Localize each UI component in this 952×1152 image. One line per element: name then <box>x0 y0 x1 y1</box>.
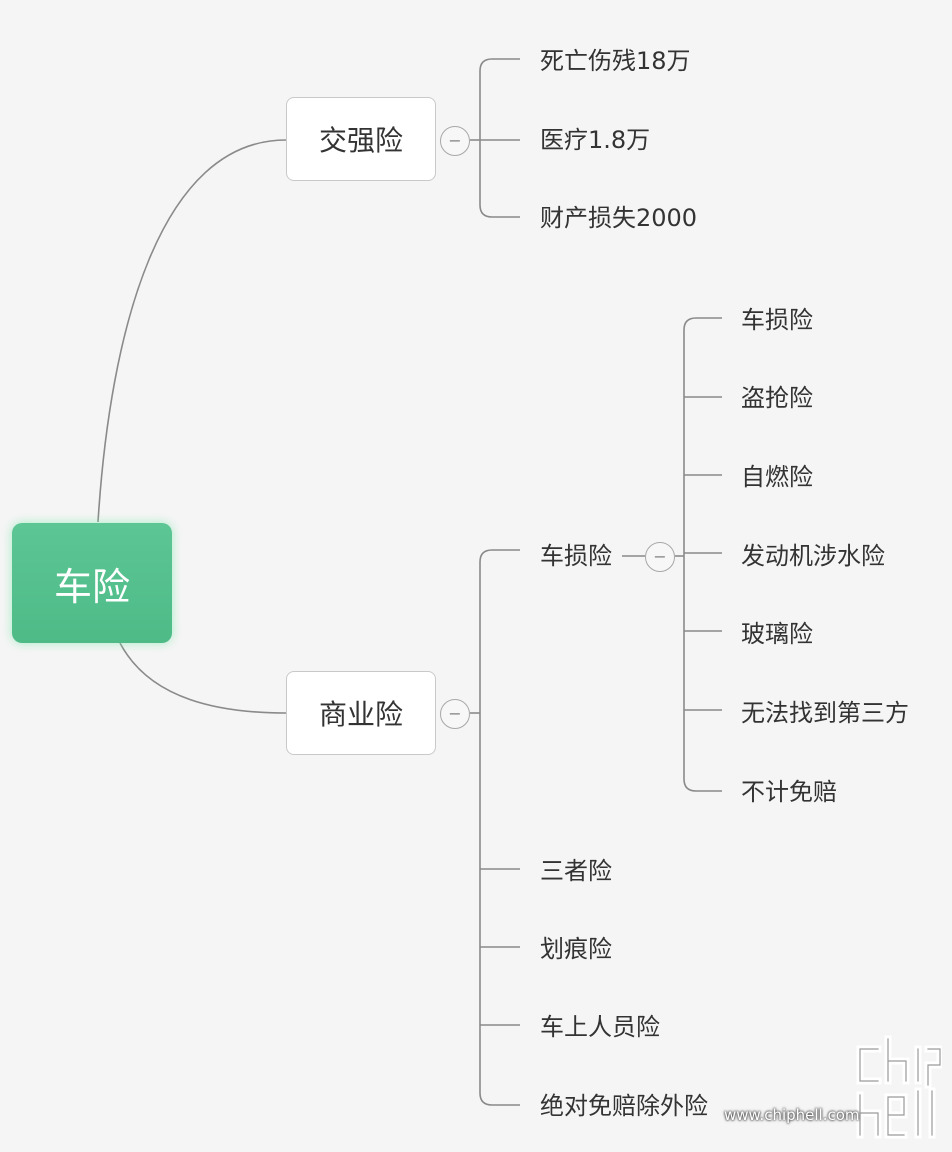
branch-compulsory-label: 交强险 <box>318 124 403 157</box>
branch-commercial-node[interactable]: 商业险 <box>286 671 436 755</box>
leaf-compulsory-death-disability[interactable]: 死亡伤残18万 <box>540 47 691 75</box>
leaf-commercial-deductible-exclusion[interactable]: 绝对免赔除外险 <box>540 1092 708 1120</box>
watermark-url: www.chiphell.com <box>724 1106 860 1124</box>
branch-compulsory-node[interactable]: 交强险 <box>286 97 436 181</box>
bracket-vehicle-damage <box>683 317 697 792</box>
bracket-compulsory <box>479 58 493 218</box>
leaf-sub-vehicle-damage[interactable]: 车损险 <box>741 306 813 334</box>
leaf-sub-glass[interactable]: 玻璃险 <box>741 620 813 648</box>
leaf-sub-no-third-party[interactable]: 无法找到第三方 <box>741 699 909 727</box>
root-label: 车险 <box>53 564 130 609</box>
root-node[interactable]: 车险 <box>12 523 172 643</box>
leaf-compulsory-medical[interactable]: 医疗1.8万 <box>540 126 651 154</box>
bracket-commercial <box>479 549 493 1106</box>
leaf-commercial-vehicle-damage[interactable]: 车损险 <box>540 542 612 570</box>
leaf-sub-no-deductible[interactable]: 不计免赔 <box>741 778 837 806</box>
collapse-vehicle-damage-button[interactable]: − <box>645 542 675 572</box>
chiphell-logo-icon <box>856 1035 942 1139</box>
leaf-sub-engine-water[interactable]: 发动机涉水险 <box>741 542 885 570</box>
leaf-commercial-third-party[interactable]: 三者险 <box>540 857 612 885</box>
edge-root-compulsory <box>97 139 287 523</box>
leaf-commercial-scratch[interactable]: 划痕险 <box>540 935 612 963</box>
minus-icon: − <box>653 547 667 566</box>
collapse-commercial-button[interactable]: − <box>440 699 470 729</box>
leaf-sub-self-ignition[interactable]: 自燃险 <box>741 463 813 491</box>
minus-icon: − <box>448 131 462 150</box>
leaf-commercial-passenger[interactable]: 车上人员险 <box>540 1013 660 1041</box>
leaf-sub-theft[interactable]: 盗抢险 <box>741 384 813 412</box>
edge-root-commercial <box>119 642 287 714</box>
collapse-compulsory-button[interactable]: − <box>440 126 470 156</box>
leaf-compulsory-property-loss[interactable]: 财产损失2000 <box>540 204 698 232</box>
branch-commercial-label: 商业险 <box>318 698 403 731</box>
minus-icon: − <box>448 704 462 723</box>
